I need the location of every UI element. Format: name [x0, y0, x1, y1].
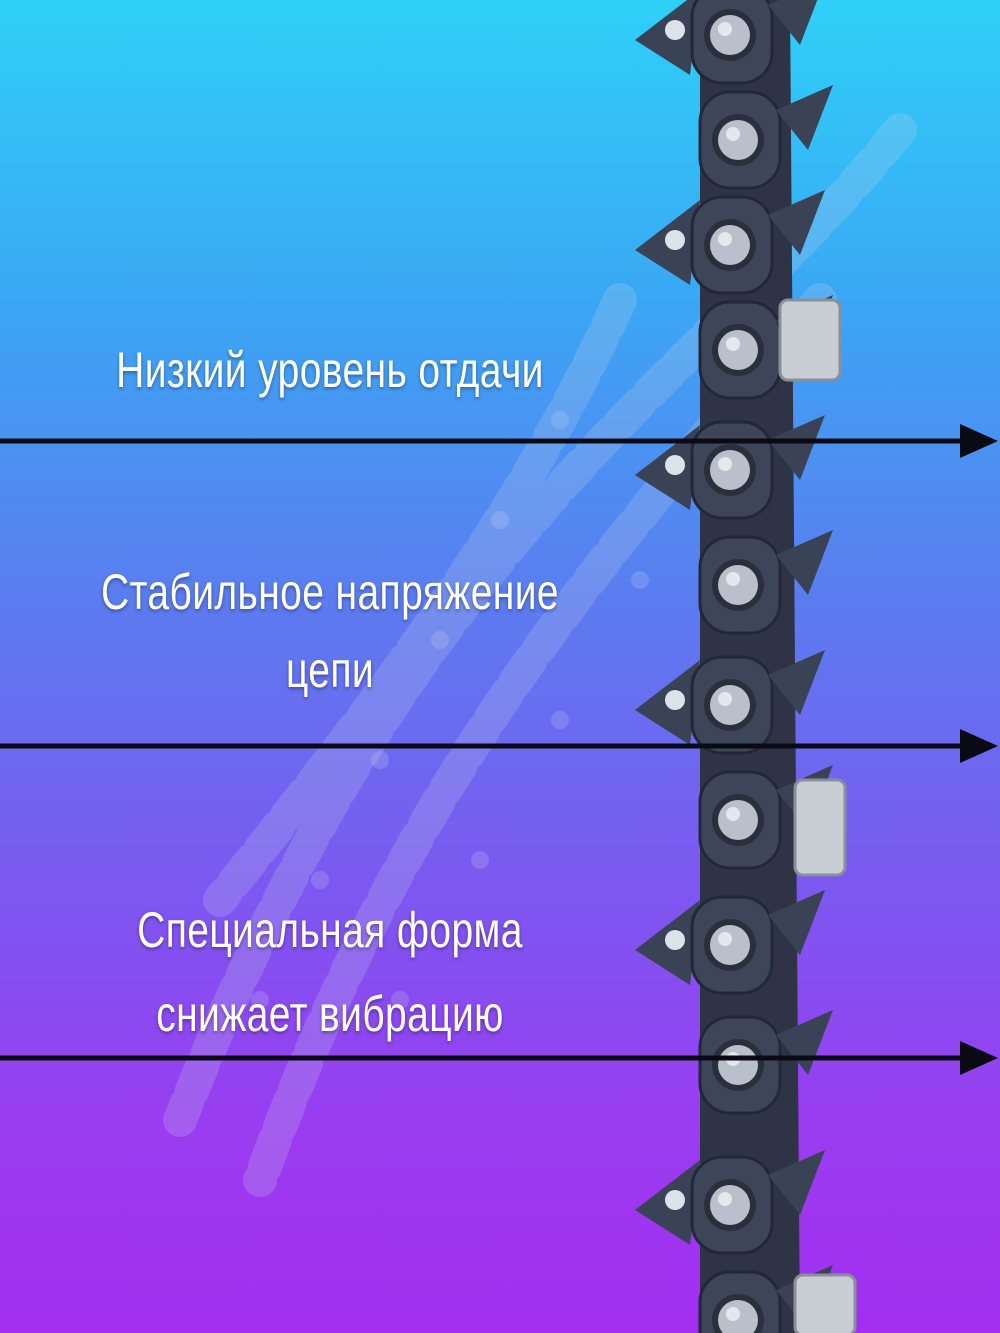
chain-rivet-shine: [718, 232, 732, 246]
chain-rivet: [718, 330, 758, 370]
chain-rivet-shine: [718, 932, 732, 946]
chain-rivet-shine: [718, 457, 732, 471]
feature-line: снижает вибрацию: [156, 986, 504, 1042]
chain-right-tooth: [768, 890, 825, 955]
feature-line: цепи: [285, 642, 375, 698]
chain-rivet: [710, 1185, 750, 1225]
arrow-right-icon: [0, 729, 998, 763]
feature-line: Низкий уровень отдачи: [116, 342, 544, 398]
feature-low-kickback: Низкий уровень отдачи: [73, 338, 588, 402]
chain-rivet-shine: [718, 22, 732, 36]
chain-link-hole: [665, 690, 685, 710]
chain-link-hole: [665, 20, 685, 40]
chain-cutter: [793, 1273, 857, 1333]
feature-line: Специальная форма: [137, 902, 523, 958]
arrow-right-icon: [0, 424, 998, 458]
chain-link-hole: [665, 455, 685, 475]
chain-rivet-shine: [726, 572, 740, 586]
chain-right-tooth: [768, 0, 818, 45]
chain-rivet-shine: [726, 337, 740, 351]
feature-reduced-vibration: Специальная форма снижает вибрацию: [73, 898, 588, 1046]
feature-line: Стабильное напряжение: [101, 564, 559, 620]
chain-rivet-shine: [726, 807, 740, 821]
chain-rivet: [718, 800, 758, 840]
chain-cutter: [778, 298, 842, 382]
chain-right-tooth: [768, 1150, 825, 1215]
chain-rivet-shine: [718, 1192, 732, 1206]
chain-rivet: [710, 225, 750, 265]
chain-link-tooth: [635, 0, 699, 75]
chain-right-tooth: [768, 190, 825, 255]
chain-rivet: [710, 685, 750, 725]
chain-rivet: [710, 925, 750, 965]
chain-right-tooth: [776, 530, 833, 595]
chain-rivet: [718, 565, 758, 605]
chain-rivet-shine: [726, 1307, 740, 1321]
chain-rivet: [718, 120, 758, 160]
feature-stable-tension: Стабильное напряжение цепи: [73, 560, 588, 702]
chain-rivet-shine: [726, 127, 740, 141]
chain-right-tooth: [768, 650, 825, 715]
chain-link-hole: [665, 930, 685, 950]
arrow-right-icon: [0, 1041, 998, 1075]
chain-cutter: [793, 778, 847, 877]
chain-right-tooth: [776, 85, 833, 150]
chain-right-tooth: [768, 415, 825, 480]
chain-link-hole: [665, 230, 685, 250]
chain-right-tooth: [776, 1010, 833, 1075]
chain-rivet: [710, 15, 750, 55]
chain-rivet-shine: [718, 692, 732, 706]
chain-link-hole: [665, 1190, 685, 1210]
